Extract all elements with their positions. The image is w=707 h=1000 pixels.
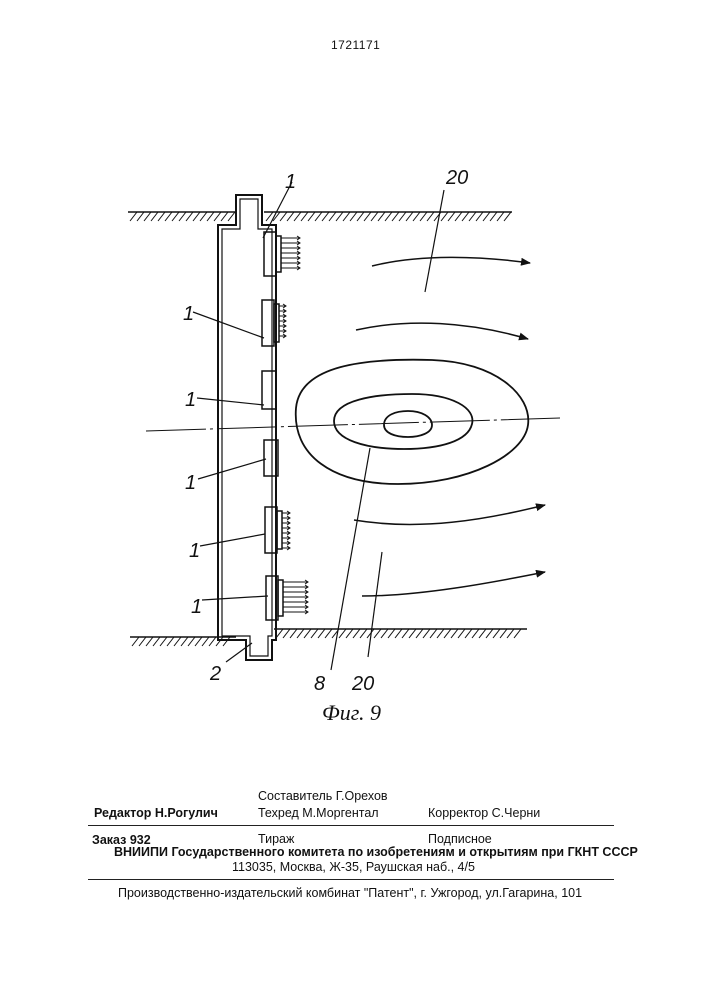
emitter-1-f — [266, 576, 283, 620]
label-2: 2 — [209, 663, 221, 685]
label-8: 8 — [314, 673, 325, 695]
emitter-1-c — [262, 371, 276, 409]
axis-line — [146, 418, 560, 431]
flow-arrows — [354, 257, 545, 596]
techred: Техред М.Моргентал — [258, 806, 379, 820]
rule-1 — [88, 825, 614, 826]
label-1-e: 1 — [189, 540, 200, 562]
label-1-b: 1 — [183, 303, 194, 325]
figure-9-drawing: 1 1 1 1 1 1 2 20 8 20 Фиг. 9 — [0, 0, 707, 760]
label-1-top: 1 — [285, 171, 296, 193]
emitter-1-e — [265, 507, 282, 553]
zone-8-contours — [296, 360, 529, 484]
corrector: Корректор С.Черни — [428, 806, 540, 820]
label-1-c: 1 — [185, 389, 196, 411]
compiler: Составитель Г.Орехов — [258, 789, 388, 803]
bottom-ground-line — [130, 629, 527, 646]
label-1-d: 1 — [185, 472, 196, 494]
subscription: Подписное — [428, 832, 492, 846]
rule-2 — [88, 879, 614, 880]
publisher: Производственно-издательский комбинат "П… — [118, 886, 582, 900]
label-20-top: 20 — [445, 167, 468, 189]
emission-rays — [279, 236, 308, 614]
figure-caption: Фиг. 9 — [322, 700, 381, 725]
top-ground-line — [128, 212, 512, 221]
label-20-bottom: 20 — [351, 673, 374, 695]
institute: ВНИИПИ Государственного комитета по изоб… — [114, 845, 638, 859]
address: 113035, Москва, Ж-35, Раушская наб., 4/5 — [232, 860, 475, 874]
label-1-f: 1 — [191, 596, 202, 618]
circulation: Тираж — [258, 832, 294, 846]
editor: Редактор Н.Рогулич — [94, 806, 218, 820]
